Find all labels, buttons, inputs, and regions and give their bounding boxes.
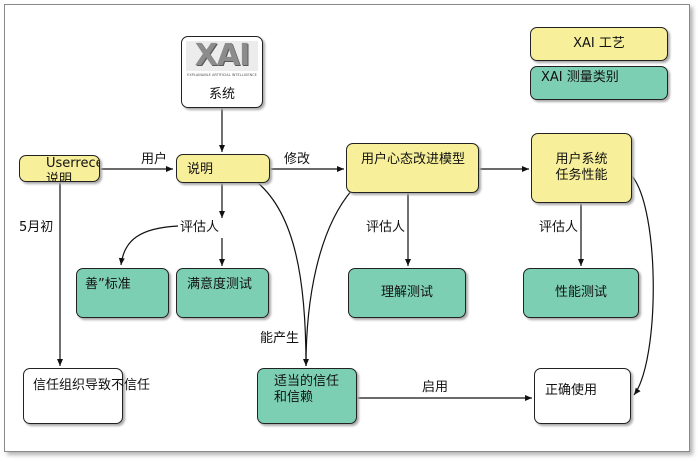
satisfaction-test-label: 满意度测试 — [187, 277, 253, 292]
satisfaction-test-node: 满意度测试 — [176, 268, 269, 318]
mental-model-label: 用户心态改进模型 — [361, 152, 466, 167]
task-performance-node: 用户系统任务性能 — [531, 133, 632, 203]
can-produce-edge-label: 能产生 — [260, 331, 300, 346]
xai-logo-icon — [186, 41, 258, 71]
legend-process: XAI 工艺 — [530, 27, 668, 61]
performance-test-node: 性能测试 — [523, 268, 639, 318]
evaluator-label-1: 评估人 — [180, 220, 220, 235]
evaluator-label-2: 评估人 — [366, 220, 406, 235]
mistrust-node: 信任组织导致不信任 — [23, 368, 150, 424]
mental-model-node: 用户心态改进模型 — [346, 143, 479, 193]
appropriate-trust-label: 适当的信任和信赖 — [274, 374, 340, 405]
task-performance-label: 用户系统任务性能 — [555, 152, 608, 183]
user-receives-label: Userreceives — [46, 156, 99, 171]
user-receives-hidden-label: 说明 — [46, 172, 73, 182]
xai-logo-subtext: EXPLAINABLE ARTIFICIAL INTELLIGENCE — [187, 73, 257, 77]
explanation-node: 说明 — [176, 154, 270, 183]
arrow-evaluator-to-goodness — [118, 225, 179, 266]
appropriate-trust-node: 适当的信任和信赖 — [257, 368, 357, 424]
legend-measure-label: XAI 测量类别 — [541, 70, 619, 85]
goodness-criteria-node: 善”标准 — [76, 268, 169, 318]
user-receives-node: Userreceives 说明 — [19, 155, 100, 182]
evaluator-label-3: 评估人 — [539, 220, 579, 235]
revise-edge-label: 修改 — [284, 152, 311, 167]
system-node: XAI EXPLAINABLE ARTIFICIAL INTELLIGENCE … — [181, 36, 263, 108]
system-caption: 系统 — [208, 87, 235, 102]
arrow-explanation-to-trust — [257, 182, 309, 367]
correct-use-node: 正确使用 — [534, 368, 631, 424]
explanation-label: 说明 — [187, 162, 214, 177]
legend-measure: XAI 测量类别 — [530, 66, 668, 100]
xai-logo-text: XAI — [194, 38, 251, 73]
arrow-performance-to-correct-use — [631, 175, 654, 396]
understanding-test-label: 理解测试 — [380, 285, 433, 300]
enable-edge-label: 启用 — [422, 380, 449, 395]
goodness-criteria-label: 善”标准 — [85, 277, 131, 292]
mistrust-label: 信任组织导致不信任 — [33, 378, 151, 393]
performance-test-label: 性能测试 — [554, 285, 607, 300]
correct-use-label: 正确使用 — [545, 383, 598, 398]
user-edge-label: 用户 — [141, 152, 168, 167]
legend-process-label: XAI 工艺 — [573, 36, 625, 51]
month-edge-label: 5月初 — [19, 220, 54, 235]
arrow-mental-model-to-trust — [305, 189, 353, 367]
understanding-test-node: 理解测试 — [348, 268, 466, 318]
